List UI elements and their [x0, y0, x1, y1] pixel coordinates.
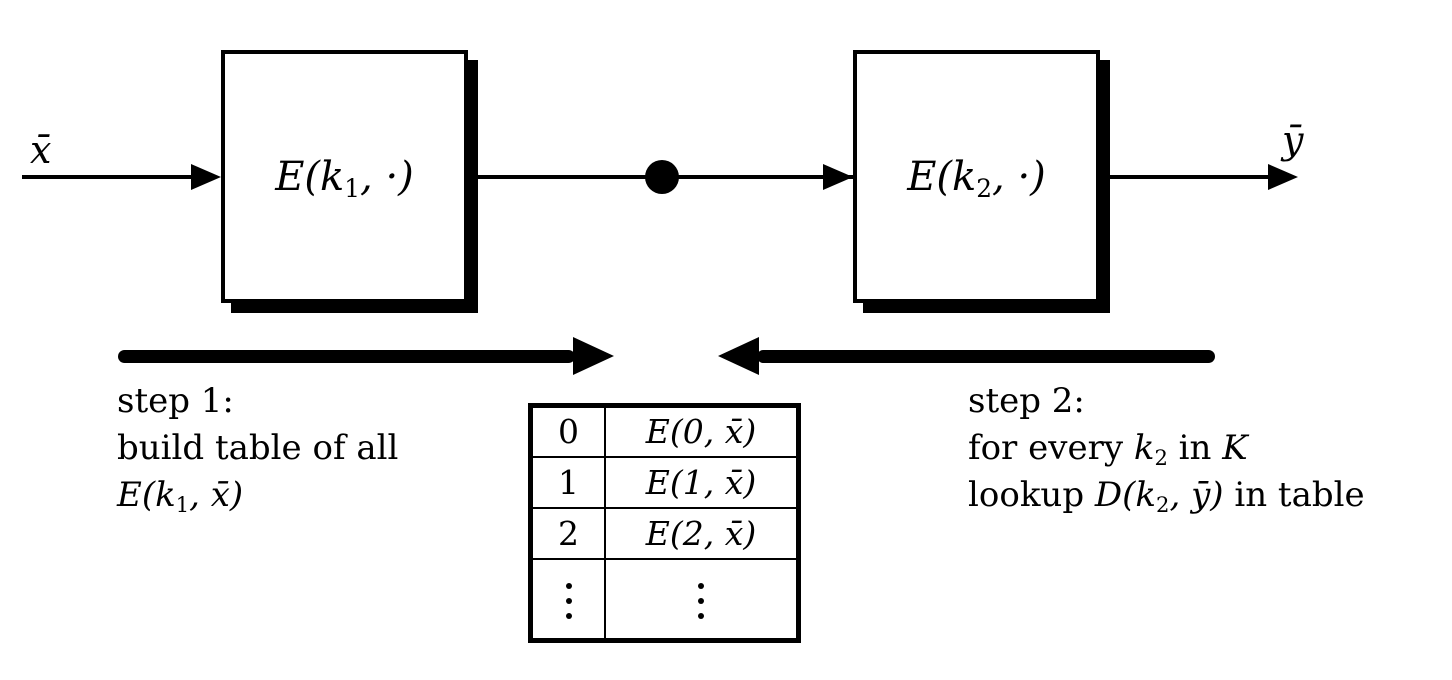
output-label: ȳ [1282, 118, 1304, 162]
encrypt-box-1-label: E(k1, ·) [275, 153, 414, 203]
step2-line3: lookup D(k2, ȳ) in table [968, 472, 1365, 519]
table-value-cell: E(0, x̄) [604, 404, 800, 458]
box1-label-tail: , ·) [360, 153, 414, 200]
table-value-cell [604, 557, 800, 642]
step2-line2-text1: for every [968, 428, 1134, 468]
table-value-cell: E(2, x̄) [604, 506, 800, 560]
step2-line3-text1: lookup [968, 475, 1095, 515]
input-arrowhead-icon [191, 164, 221, 190]
step2-line2: for every k2 in K [968, 425, 1365, 472]
lookup-table: 0 E(0, x̄) 1 E(1, x̄) 2 E(2, x̄) [528, 403, 801, 643]
box2-label-tail: , ·) [992, 153, 1046, 200]
table-row: 1 E(1, x̄) [529, 455, 800, 509]
table-key-cell: 1 [529, 455, 606, 509]
step1-line1: step 1: [117, 381, 234, 421]
vdots-icon [565, 582, 572, 619]
box1-key-subscript: 1 [344, 173, 361, 203]
output-wire [1098, 175, 1270, 179]
step2-key-symbol: k [1133, 428, 1155, 468]
step2-key-subscript: 2 [1154, 444, 1168, 470]
step2-decrypt-head: D(k [1094, 475, 1157, 515]
table-value-cell: E(1, x̄) [604, 455, 800, 509]
step1-math-tail: , x̄) [189, 475, 244, 515]
step2-line2-text2: in [1167, 428, 1223, 468]
step1-line3: E(k1, x̄) [117, 472, 398, 519]
input-wire [22, 175, 196, 179]
table-row: 2 E(2, x̄) [529, 506, 800, 560]
middle-arrowhead-icon [823, 164, 853, 190]
step1-caption: step 1: build table of all E(k1, x̄) [117, 378, 398, 519]
step2-line3-text2: in table [1223, 475, 1365, 515]
step2-decrypt-subscript: 2 [1156, 491, 1170, 517]
step1-line2: build table of all [117, 428, 399, 468]
step1-arrow-shaft [118, 350, 575, 363]
step2-caption: step 2: for every k2 in K lookup D(k2, ȳ… [968, 378, 1365, 519]
step2-arrowhead-icon [718, 337, 759, 375]
script-K-symbol: K [1222, 428, 1248, 468]
step2-arrow-shaft [757, 350, 1215, 363]
vdots-icon [698, 582, 704, 619]
step2-decrypt-tail: , ȳ) [1169, 475, 1224, 515]
table-row-ellipsis [529, 557, 800, 642]
table-key-cell: 0 [529, 404, 606, 458]
table-key-cell [529, 557, 606, 642]
step1-math-head: E(k [117, 475, 176, 515]
encrypt-box-1: E(k1, ·) [221, 50, 468, 303]
encrypt-box-2: E(k2, ·) [853, 50, 1100, 303]
table-key-cell: 2 [529, 506, 606, 560]
box2-key-subscript: 2 [976, 173, 993, 203]
box1-label-head: E(k [275, 153, 345, 200]
output-arrowhead-icon [1268, 164, 1298, 190]
step1-key-subscript: 1 [175, 491, 190, 517]
step2-line1: step 2: [968, 381, 1085, 421]
encrypt-box-2-label: E(k2, ·) [907, 153, 1046, 203]
table-row: 0 E(0, x̄) [529, 404, 800, 458]
junction-dot [645, 160, 679, 194]
input-label: x̄ [30, 128, 52, 172]
step1-arrowhead-icon [573, 337, 614, 375]
box2-label-head: E(k [907, 153, 977, 200]
